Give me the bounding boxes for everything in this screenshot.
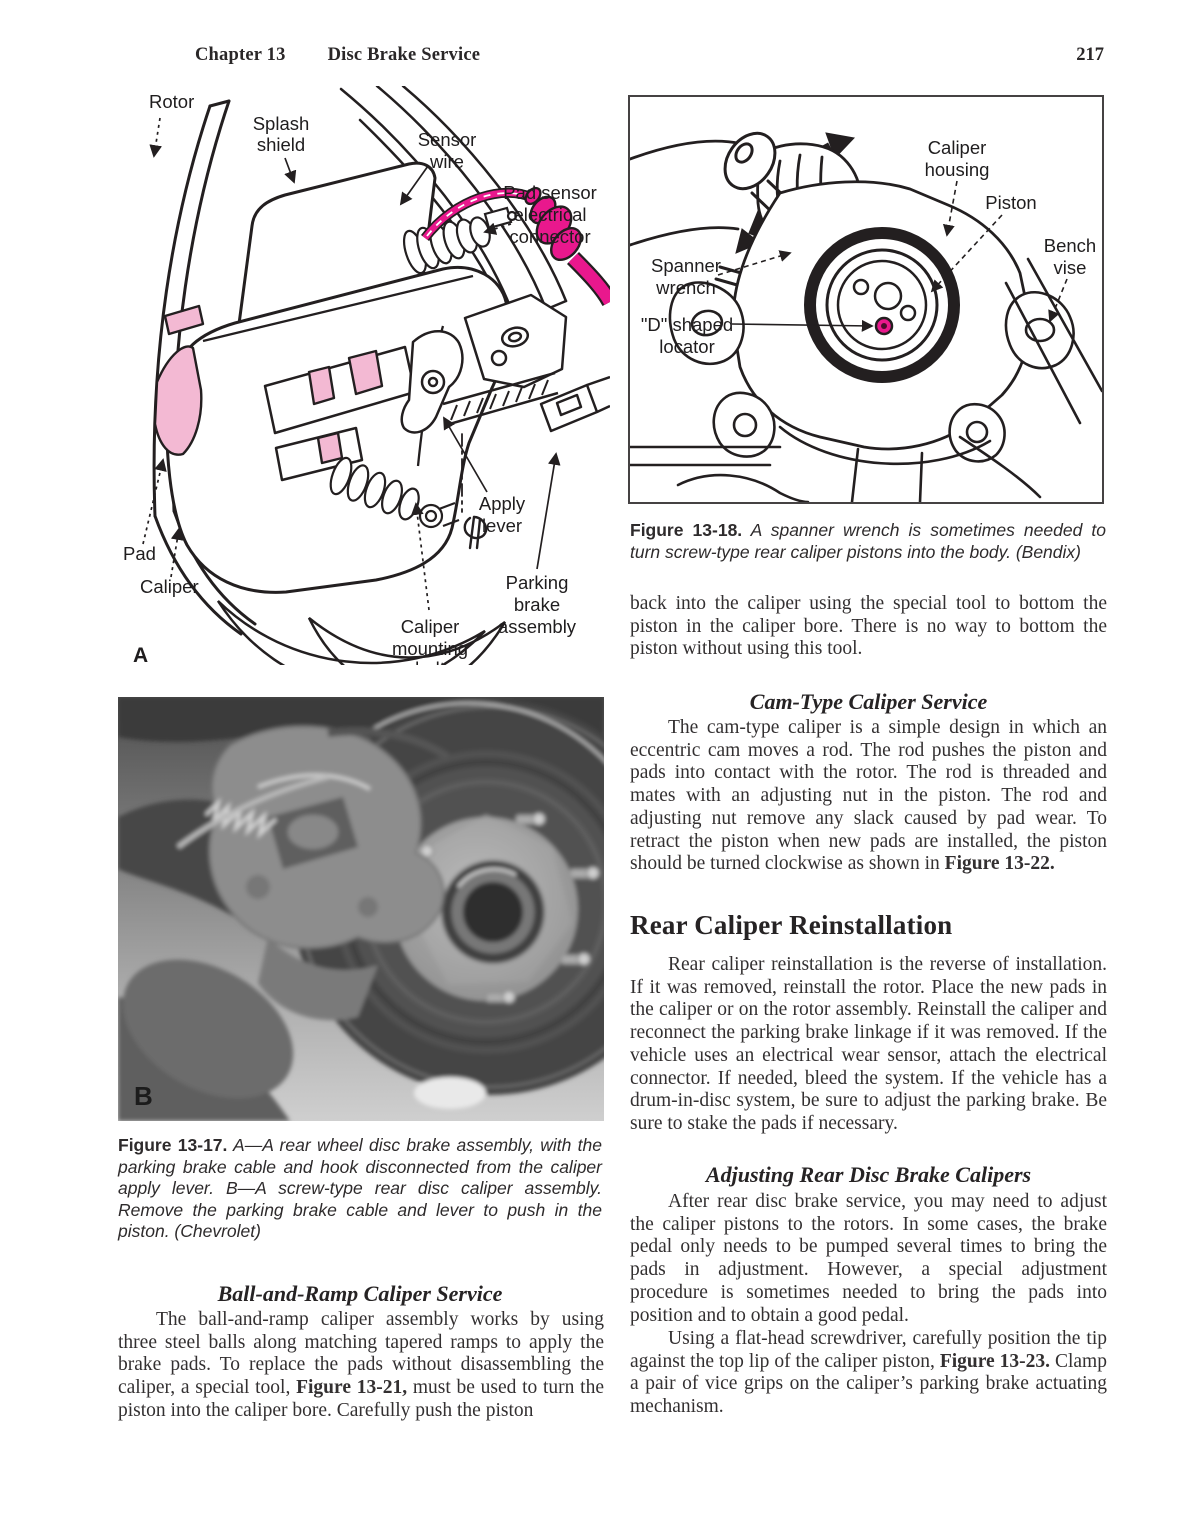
heading-adjusting: Adjusting Rear Disc Brake Calipers [705, 1162, 1032, 1187]
caption-18-text: A spanner wrench is sometimes needed to … [630, 520, 1106, 562]
heading-ball-and-ramp: Ball-and-Ramp Caliper Service [217, 1281, 503, 1306]
parking-brake-parts [400, 293, 610, 434]
label-bench-vise-1: Bench [1044, 235, 1096, 256]
ball-text-2: must be used to turn the piston into the… [118, 1377, 604, 1421]
label-pad-sensor-1: Pad sensor [503, 182, 597, 203]
bench-vise-lines [630, 257, 1102, 502]
cam-text: The cam-type caliper is a simple design … [630, 717, 1107, 875]
marker-a: A [133, 644, 148, 665]
label-caliper: Caliper [140, 576, 199, 597]
figure-13-17-b-photo: B [118, 697, 604, 1121]
paragraph-adjusting-1: After rear disc brake service, you may n… [630, 1191, 1107, 1327]
label-mounting-bolt-3: bolt [415, 658, 445, 665]
label-bench-vise-2: vise [1054, 257, 1087, 278]
pad-sensor-connector [524, 186, 582, 261]
label-apply-lever-1: Apply [479, 493, 526, 514]
chapter-label: Chapter 13 [195, 45, 286, 65]
adjust-text-2a: Using a flat-head screwdriver, carefully… [630, 1328, 1107, 1372]
spanner-line-art: Caliper housing Piston Bench vise Spanne… [630, 131, 1102, 502]
brake-pads-pink [153, 304, 384, 465]
page-number: 217 [1076, 45, 1104, 65]
photo-content [118, 697, 604, 1121]
lower-boot [329, 456, 460, 529]
heading-cam-type: Cam-Type Caliper Service [749, 689, 988, 714]
ball-figure-ref: Figure 13-21, [296, 1377, 408, 1399]
figure-13-18-box: Caliper housing Piston Bench vise Spanne… [628, 95, 1104, 504]
ball-text-1: The ball-and-ramp caliper assembly works… [118, 1309, 604, 1399]
label-mounting-bolt-2: mounting [392, 638, 468, 659]
caliper-line-art: Rotor Splash shield Sensor wire Pad sens… [123, 86, 610, 665]
label-pad-sensor-3: connector [509, 226, 590, 247]
paragraph-rear-reinstallation: Rear caliper reinstallation is the rever… [630, 954, 1107, 1136]
caption-figure-13-18: Figure 13-18. A spanner wrench is someti… [630, 520, 1106, 563]
label-caliper-housing-1: Caliper [928, 137, 987, 158]
cotter-pin [461, 433, 488, 550]
caliper-housing-lines [668, 180, 1075, 463]
sensor-wire [421, 187, 536, 242]
adjust-text-2b: Clamp a pair of vice grips on the calipe… [630, 1350, 1107, 1418]
label-parking-brake-3: assembly [498, 616, 577, 637]
label-pad-sensor-2: electrical [514, 204, 587, 225]
label-sensor-wire-1: Sensor [418, 129, 477, 150]
label-spanner-wrench-1: Spanner [651, 255, 721, 276]
label-piston: Piston [985, 192, 1036, 213]
caption-18-lead: Figure 13-18. [630, 520, 743, 540]
label-sensor-wire-2: wire [429, 151, 464, 172]
figure-13-17-a: Rotor Splash shield Sensor wire Pad sens… [113, 86, 610, 665]
chapter-title: Disc Brake Service [327, 45, 481, 65]
figure18-leader-arrows [717, 180, 1068, 332]
label-splash-shield-2: shield [257, 134, 305, 155]
caption-17-lead: Figure 13-17. [118, 1135, 228, 1155]
connector-cable [566, 251, 610, 307]
label-parking-brake-1: Parking [506, 572, 569, 593]
adjust-text-1: After rear disc brake service, you may n… [630, 1191, 1107, 1326]
adjust-figure-ref: Figure 13-23. [939, 1350, 1051, 1372]
paragraph-continued: back into the caliper using the special … [630, 593, 1107, 660]
brake-photo: B [118, 697, 604, 1121]
paragraph-ball-and-ramp: The ball-and-ramp caliper assembly works… [118, 1309, 604, 1423]
label-spanner-wrench-2: wrench [655, 277, 716, 298]
rotor-bottom-lines [216, 600, 507, 665]
label-pad: Pad [123, 543, 156, 564]
label-rotor: Rotor [149, 91, 194, 112]
heading-rear-reinstallation: Rear Caliper Reinstallation [630, 910, 953, 940]
label-mounting-bolt-1: Caliper [401, 616, 460, 637]
cam-figure-ref: Figure 13-22. [944, 853, 1055, 875]
leader-arrows [142, 117, 561, 611]
label-splash-shield-1: Splash [253, 113, 310, 134]
running-head: Chapter 13 Disc Brake Service [195, 45, 480, 66]
piston-lines [804, 227, 960, 383]
caption-17-text: A—A rear wheel disc brake assembly, with… [118, 1135, 603, 1242]
label-apply-lever-2: lever [482, 515, 522, 536]
label-d-locator-2: locator [659, 336, 715, 357]
label-caliper-housing-2: housing [925, 159, 990, 180]
caption-figure-13-17: Figure 13-17. A—A rear wheel disc brake … [118, 1135, 602, 1243]
paragraph-adjusting-2: Using a flat-head screwdriver, carefully… [630, 1328, 1107, 1419]
paragraph-cam-type: The cam-type caliper is a simple design … [630, 717, 1107, 876]
rear-text: Rear caliper reinstallation is the rever… [630, 954, 1107, 1134]
label-parking-brake-2: brake [514, 594, 560, 615]
label-d-locator-1: "D" shaped [641, 314, 733, 335]
marker-b: B [134, 1081, 153, 1111]
